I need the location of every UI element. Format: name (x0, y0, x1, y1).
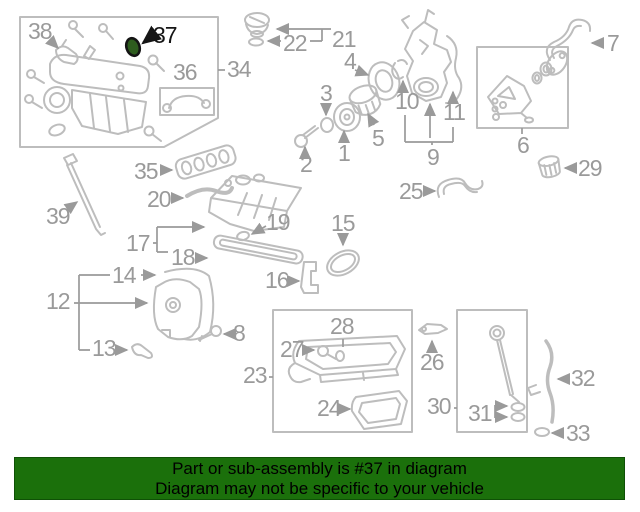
part-label-10: 10 (395, 88, 420, 114)
part-label-31: 31 (468, 400, 493, 426)
part-label-18: 18 (171, 244, 196, 270)
highlighted-part-37 (124, 25, 162, 58)
part-oil-pan-upper (287, 335, 406, 384)
part-rod-39 (63, 153, 106, 236)
part-bolt-2 (294, 125, 319, 148)
part-label-24: 24 (317, 395, 342, 421)
part-bracket-16 (300, 261, 319, 294)
part-hose-36 (162, 94, 211, 113)
part-box-6 (476, 46, 569, 129)
part-label-13: 13 (92, 335, 117, 361)
part-oil-pan-lower-24 (350, 390, 408, 430)
part-label-33: 33 (566, 420, 591, 446)
part-label-35: 35 (134, 158, 159, 184)
part-hose-25 (436, 177, 484, 198)
part-pulley-4 (367, 61, 401, 101)
part-box-30 (456, 309, 528, 433)
part-label-11: 11 (443, 99, 466, 125)
part-label-27: 27 (280, 336, 305, 362)
part-label-23: 23 (243, 362, 268, 388)
part-label-1: 1 (338, 140, 351, 166)
part-label-9: 9 (427, 144, 440, 170)
part-label-39: 39 (46, 203, 71, 229)
part-ring-15 (326, 249, 360, 277)
part-label-34: 34 (227, 56, 252, 82)
part-label-6: 6 (517, 132, 530, 158)
part-bracket-6 (487, 50, 569, 124)
part-label-38: 38 (28, 18, 53, 44)
part-belt-cover-12 (152, 278, 203, 341)
part-fitting-29 (537, 155, 561, 179)
part-drain-plug-27 (317, 345, 337, 360)
part-label-25: 25 (399, 178, 424, 204)
part-label-37-highlighted: 37 (153, 22, 178, 48)
part-label-28: 28 (330, 313, 355, 339)
part-bolt-8 (198, 325, 222, 342)
part-gasket-14 (164, 267, 215, 341)
part-clamp-10 (391, 59, 408, 80)
part-label-19: 19 (266, 209, 291, 235)
part-dipstick-30 (489, 325, 520, 403)
part-label-22: 22 (283, 30, 308, 56)
part-box-23 (272, 309, 413, 433)
part-label-30: 30 (427, 393, 452, 419)
part-label-32: 32 (571, 365, 596, 391)
part-pulley-1 (333, 102, 361, 132)
part-timing-cover-9 (401, 9, 452, 102)
part-label-8: 8 (233, 320, 246, 346)
part-label-36: 36 (173, 59, 198, 85)
part-label-12: 12 (46, 288, 71, 314)
part-sensor-38 (55, 39, 79, 65)
part-label-4: 4 (344, 48, 357, 74)
banner-line-1: Part or sub-assembly is #37 in diagram (172, 458, 467, 478)
caption-banner: Part or sub-assembly is #37 in diagram D… (14, 457, 625, 500)
part-label-15: 15 (331, 210, 356, 236)
part-hose-20 (185, 186, 234, 198)
part-oring-22 (248, 37, 264, 47)
part-label-26: 26 (420, 349, 445, 375)
part-orings-31 (510, 402, 526, 422)
part-washer-3 (320, 117, 334, 133)
leader-lines (45, 22, 605, 440)
banner-line-2: Diagram may not be specific to your vehi… (155, 478, 484, 498)
part-tube-32 (527, 339, 555, 424)
part-gasket-18 (212, 234, 304, 265)
part-washer-28 (335, 350, 345, 362)
part-label-2: 2 (300, 151, 313, 177)
part-label-21: 21 (332, 26, 357, 52)
part-label-5: 5 (372, 125, 385, 151)
part-label-17: 17 (126, 230, 151, 256)
part-box-36 (159, 87, 215, 116)
part-label-16: 16 (265, 267, 290, 293)
part-label-3: 3 (320, 80, 333, 106)
part-label-14: 14 (112, 262, 137, 288)
part-bracket-13 (131, 343, 153, 359)
part-gasket-35 (174, 144, 237, 180)
part-oil-cap-21 (244, 12, 270, 38)
part-oring-33 (534, 427, 550, 437)
part-intake-manifold (24, 20, 165, 142)
part-label-7: 7 (607, 30, 620, 56)
part-bracket-26 (418, 323, 448, 335)
part-label-20: 20 (147, 186, 172, 212)
part-box-34 (19, 16, 219, 148)
part-label-29: 29 (578, 155, 603, 181)
part-seal-19 (236, 230, 250, 242)
